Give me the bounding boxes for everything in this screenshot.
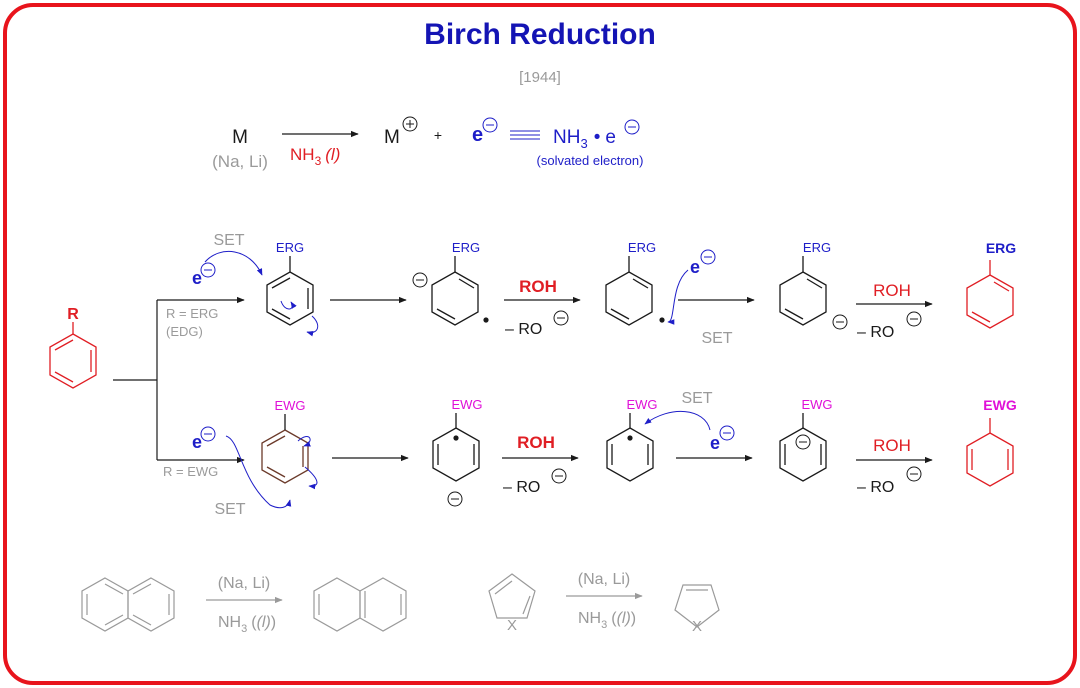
year-label: [1944] [519, 69, 561, 86]
erg-product [966, 260, 1014, 329]
erg-proton-source-2: ROH [873, 281, 911, 300]
ewg-set-label-1: SET [214, 501, 245, 518]
cyclohexadienyl-anion-ewg [779, 413, 827, 482]
ewg-substituent-3: EWG [626, 397, 657, 412]
erg-substituent-4: ERG [803, 240, 831, 255]
cyclohexadienyl-anion-erg [779, 256, 827, 326]
naphthalene [81, 577, 175, 632]
cyclohexadienyl-radical-ewg [606, 413, 654, 482]
electron-transfer-arrow [644, 411, 711, 431]
negative-charge-icon [832, 314, 848, 330]
curved-arrow [280, 300, 297, 310]
electron-symbol: e [472, 124, 483, 146]
metal-options: (Na, Li) [212, 152, 268, 171]
negative-charge-icon [795, 434, 811, 450]
radical-dot-icon [483, 317, 489, 323]
negative-charge-icon [700, 249, 716, 265]
ewg-set-label-2: SET [681, 390, 712, 407]
erg-condition-alt: (EDG) [166, 324, 203, 339]
ewg-product [966, 418, 1014, 487]
positive-charge-icon [402, 116, 418, 132]
negative-charge-icon [412, 272, 428, 288]
erg-product-substituent: ERG [986, 240, 1016, 256]
ewg-byproduct-2: – RO [857, 479, 894, 496]
electron-transfer-arrow [667, 269, 689, 325]
curved-arrow [306, 315, 319, 337]
electron-transfer-arrow [204, 250, 263, 276]
pyrrole-example: X (Na, Li) NH3((l)) X [488, 571, 720, 635]
branch-connector [113, 296, 245, 464]
ewg-substituent-2: EWG [451, 397, 482, 412]
erg-byproduct-1: – RO [505, 321, 542, 338]
negative-charge-icon [200, 262, 216, 278]
negative-charge-icon [447, 491, 463, 507]
heteroatom-label-2: X [692, 618, 702, 635]
plus-sign: + [434, 127, 442, 143]
erg-substituent-2: ERG [452, 240, 480, 255]
ewg-product-substituent: EWG [983, 397, 1017, 413]
heteroatom-label-1: X [507, 617, 517, 634]
ewg-electron: e [192, 432, 202, 452]
equivalence-icon [510, 130, 540, 140]
erg-proton-source-1: ROH [519, 277, 557, 296]
erg-byproduct-2: – RO [857, 324, 894, 341]
tetrahydronaphthalene [313, 577, 407, 632]
reagent-metals-2: (Na, Li) [578, 571, 630, 588]
starting-arene: R [49, 306, 97, 389]
radical-dot-icon [453, 435, 459, 441]
ewg-proton-source-2: ROH [873, 436, 911, 455]
solvated-electron-formula: NH3•e [553, 127, 616, 151]
radical-dot-icon [659, 317, 665, 323]
negative-charge-icon [719, 425, 735, 441]
negative-charge-icon [482, 117, 498, 133]
negative-charge-icon [906, 466, 922, 482]
erg-electron-2: e [690, 257, 700, 277]
dihydro-heterocycle [674, 584, 720, 628]
cyclohexadienyl-radical-erg [605, 256, 653, 326]
erg-branch: R = ERG (EDG) SET e ERG ERG [166, 232, 1016, 347]
curved-arrow [297, 436, 311, 447]
naphthalene-example: (Na, Li) NH3((l)) [81, 575, 407, 635]
negative-charge-icon [553, 310, 569, 326]
radical-anion-ewg [432, 413, 480, 482]
erg-set-label-2: SET [701, 330, 732, 347]
page-title: Birch Reduction [424, 18, 656, 51]
five-membered-heteroarene [488, 573, 536, 619]
ewg-substituent-4: EWG [801, 397, 832, 412]
frame-border [3, 3, 1077, 685]
erg-condition: R = ERG [166, 306, 218, 321]
erg-arene [266, 256, 314, 326]
ewg-branch: R = EWG e SET EWG EWG [163, 390, 1017, 518]
solvent-label: NH3(l) [290, 145, 340, 168]
erg-substituent-3: ERG [628, 240, 656, 255]
negative-charge-icon [200, 426, 216, 442]
ewg-electron-2: e [710, 433, 720, 453]
reagent-solvent-2: NH3((l)) [578, 610, 636, 631]
erg-electron: e [192, 268, 202, 288]
ewg-byproduct-1: – RO [503, 479, 540, 496]
erg-set-label-1: SET [213, 232, 244, 249]
radical-anion-erg [431, 256, 479, 326]
electron-transfer-arrow [225, 435, 292, 509]
curved-arrow [304, 466, 318, 490]
metal-symbol: M [232, 127, 248, 148]
substituent-r: R [67, 306, 79, 323]
metal-cation: M [384, 127, 400, 148]
negative-charge-icon [624, 119, 640, 135]
negative-charge-icon [551, 468, 567, 484]
ewg-substituent-1: EWG [274, 398, 305, 413]
reagent-solvent-1: NH3((l)) [218, 614, 276, 635]
reagent-metals-1: (Na, Li) [218, 575, 270, 592]
solvated-electron-note: (solvated electron) [537, 153, 644, 168]
ewg-proton-source-1: ROH [517, 433, 555, 452]
radical-dot-icon [627, 435, 633, 441]
solvated-electron-equation: M (Na, Li) NH3(l) M + e NH3•e (solvated … [212, 116, 644, 171]
erg-substituent-1: ERG [276, 240, 304, 255]
negative-charge-icon [906, 311, 922, 327]
ewg-condition: R = EWG [163, 464, 218, 479]
